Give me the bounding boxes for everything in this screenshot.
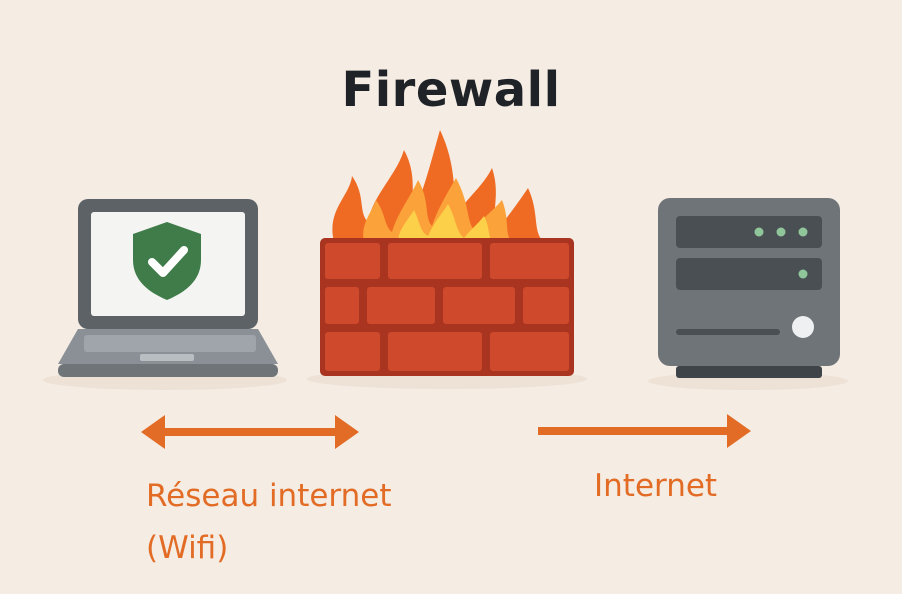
left-link-label: Réseau internet (Wifi) [146, 470, 392, 574]
server-led [776, 227, 786, 237]
server-slot [676, 329, 780, 335]
server-base [676, 366, 822, 378]
left-link-label-line1: Réseau internet [146, 478, 392, 514]
laptop-base [58, 364, 278, 377]
laptop-keyboard [84, 335, 256, 352]
middle-flame-icon [363, 178, 512, 242]
brick [523, 287, 569, 324]
server-drive-bay [676, 258, 822, 290]
inner-flame-icon [398, 204, 492, 242]
shield-icon [133, 222, 201, 300]
brick [443, 287, 515, 324]
right-arrow-icon [538, 414, 751, 448]
server-led [798, 227, 808, 237]
bidirectional-arrow-icon [141, 415, 359, 449]
server-led [798, 269, 808, 279]
brick [367, 287, 435, 324]
right-link-label: Internet [594, 468, 718, 504]
brick [325, 287, 359, 324]
server-icon [658, 198, 840, 378]
brick [325, 243, 380, 279]
arrow-right-head [727, 414, 751, 448]
server-drive-bay [676, 216, 822, 248]
brick [388, 243, 482, 279]
brick-wall-on-fire-icon [320, 130, 574, 376]
server-led [754, 227, 764, 237]
laptop-trackpad [140, 354, 194, 361]
laptop-with-shield-check-icon [58, 199, 278, 377]
check-icon [148, 246, 188, 277]
brick [325, 332, 380, 371]
left-link-label-line2: (Wifi) [146, 530, 229, 566]
brick [490, 243, 569, 279]
arrow-right-head [335, 415, 359, 449]
server-power-button [792, 316, 814, 338]
arrow-left-head [141, 415, 165, 449]
brick [388, 332, 482, 371]
diagram-title: Firewall [341, 62, 561, 118]
brick [490, 332, 569, 371]
